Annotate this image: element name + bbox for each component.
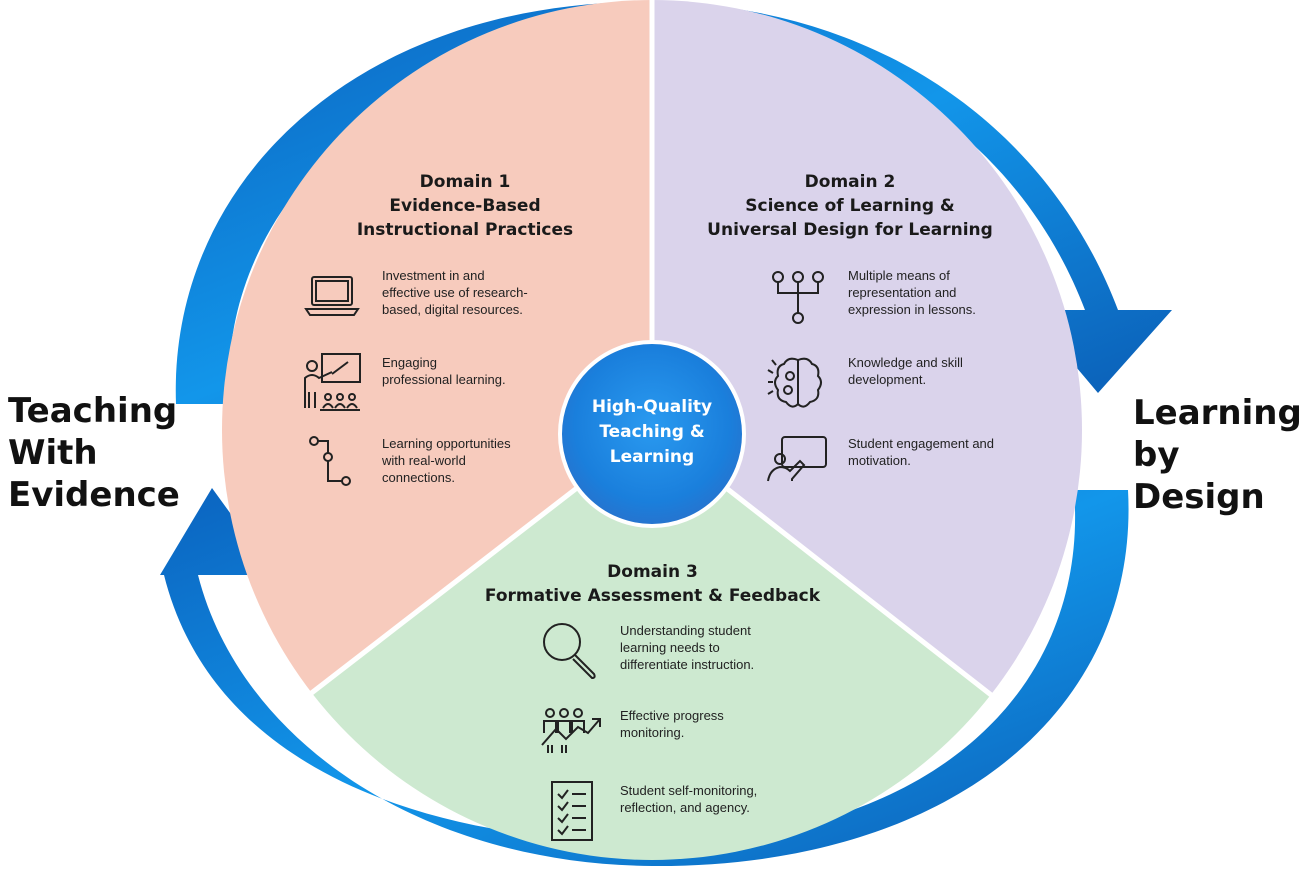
domain1-title: Domain 1 Evidence-Based Instructional Pr…: [300, 170, 630, 242]
domain2-item-2-text: Knowledge and skill development.: [848, 355, 963, 387]
domain2-item-3-text: Student engagement and motivation.: [848, 436, 995, 468]
domain1-sector: [222, 0, 652, 860]
touchscreen-icon: [766, 433, 830, 497]
learning-by-design-label: Learning by Design: [1133, 393, 1302, 517]
domain3-sector: [300, 430, 1000, 860]
domain2-title: Domain 2 Science of Learning & Universal…: [680, 170, 1020, 242]
domain1-item-3: Learning opportunities with real-world c…: [300, 433, 511, 497]
domain2-item-1-text: Multiple means of representation and exp…: [848, 268, 976, 317]
domain2-sector: [652, 0, 1082, 860]
domain3-item-1: Understanding student learning needs to …: [538, 620, 754, 684]
domain1-item-1: Investment in and effective use of resea…: [300, 265, 528, 329]
magnifier-icon: [538, 620, 602, 684]
domain2-item-1: Multiple means of representation and exp…: [766, 265, 976, 329]
domain1-item-3-text: Learning opportunities with real-world c…: [382, 436, 511, 485]
domain2-title-line1: Science of Learning &: [745, 196, 955, 216]
domain2-item-2: Knowledge and skill development.: [766, 352, 963, 416]
progress-chart-icon: [538, 705, 602, 769]
domain3-item-3: Student self-monitoring, reflection, and…: [538, 780, 757, 844]
domain2-item-3: Student engagement and motivation.: [766, 433, 994, 497]
domain3-item-1-text: Understanding student learning needs to …: [620, 623, 755, 672]
domain1-item-2-text: Engaging professional learning.: [382, 355, 506, 387]
domain1-number: Domain 1: [419, 172, 511, 192]
domain2-number: Domain 2: [804, 172, 896, 192]
domain3-number: Domain 3: [607, 562, 698, 582]
domain2-title-line2: Universal Design for Learning: [707, 220, 993, 240]
center-label: High-Quality Teaching & Learning: [591, 397, 713, 467]
hierarchy-icon: [766, 265, 830, 329]
laptop-icon: [300, 265, 364, 329]
domain3-title-line1: Formative Assessment & Feedback: [484, 586, 821, 606]
domain1-item-1-text: Investment in and effective use of resea…: [382, 268, 528, 317]
brain-icon: [766, 352, 830, 416]
domain3-title: Domain 3 Formative Assessment & Feedback: [470, 560, 835, 608]
domain1-item-2: Engaging professional learning.: [300, 352, 506, 416]
domain3-item-2-text: Effective progress monitoring.: [620, 708, 724, 740]
center-circle: [558, 340, 746, 528]
checklist-icon: [538, 780, 602, 844]
teaching-with-evidence-label: Teaching With Evidence: [8, 391, 180, 515]
domain3-item-3-text: Student self-monitoring, reflection, and…: [620, 783, 758, 815]
domain1-title-line1: Evidence-Based: [389, 196, 541, 216]
presentation-icon: [300, 352, 364, 416]
domain1-title-line2: Instructional Practices: [356, 220, 574, 240]
domain3-item-2: Effective progress monitoring.: [538, 705, 724, 769]
pathway-icon: [300, 433, 364, 497]
